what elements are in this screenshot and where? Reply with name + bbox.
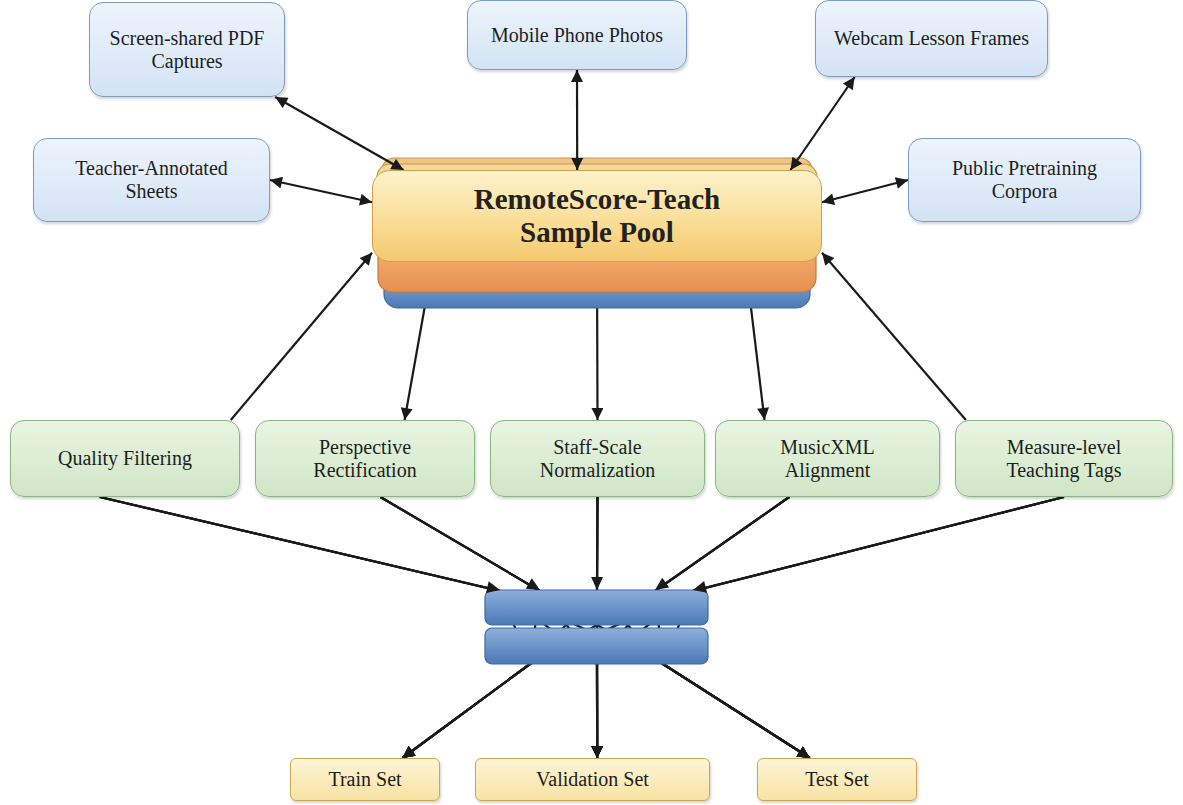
connector-arrow: [403, 497, 790, 758]
process-box: Measure-level Teaching Tags: [955, 420, 1173, 497]
connector-arrow: [576, 70, 578, 170]
node-label: MusicXML Alignment: [741, 436, 914, 482]
node-label: Train Set: [328, 768, 401, 791]
connector-arrow: [231, 253, 372, 420]
node-label: Screen-shared PDF Captures: [98, 27, 276, 73]
source-box: Webcam Lesson Frames: [815, 0, 1048, 77]
node-label: Test Set: [805, 768, 869, 791]
source-box: Screen-shared PDF Captures: [89, 2, 285, 97]
connector-arrow: [403, 497, 1065, 758]
process-box: MusicXML Alignment: [715, 420, 940, 497]
node-label: Staff-Scale Normalization: [501, 436, 694, 482]
connector-arrow: [100, 497, 530, 758]
node-label: Perspective Rectification: [276, 436, 454, 482]
node-label: Public Pretraining Corpora: [939, 157, 1110, 203]
connector-arrow: [663, 497, 1064, 758]
split-box: Test Set: [757, 758, 917, 801]
process-box: Staff-Scale Normalization: [490, 420, 705, 497]
node-label: Validation Set: [536, 768, 649, 791]
sample-pool: RemoteScore-Teach Sample Pool: [372, 170, 822, 262]
node-label: Quality Filtering: [58, 447, 192, 470]
node-label: Webcam Lesson Frames: [834, 27, 1029, 50]
split-box: Validation Set: [475, 758, 710, 801]
node-label: Teacher-Annotated Sheets: [64, 157, 239, 203]
source-box: Mobile Phone Photos: [467, 0, 687, 70]
connector-arrow: [822, 253, 966, 420]
connector-arrow: [380, 497, 809, 758]
source-box: Public Pretraining Corpora: [908, 138, 1141, 222]
arrowhead: [591, 577, 603, 590]
arrowhead: [486, 581, 501, 596]
stack-layer: [485, 590, 708, 625]
connector-arrow: [275, 97, 403, 170]
process-box: Perspective Rectification: [255, 420, 475, 497]
stack-layer: [485, 628, 708, 664]
process-box: Quality Filtering: [10, 420, 240, 497]
split-box: Train Set: [290, 758, 440, 801]
node-label: RemoteScore-Teach Sample Pool: [433, 183, 761, 250]
connector-arrow: [270, 180, 372, 202]
arrowhead: [526, 578, 543, 595]
node-label: Measure-level Teaching Tags: [976, 436, 1152, 482]
arrowhead: [652, 578, 670, 595]
connector-arrow: [822, 180, 908, 202]
connector-arrow: [791, 77, 855, 170]
arrowhead: [692, 581, 708, 596]
node-label: Mobile Phone Photos: [491, 24, 663, 47]
source-box: Teacher-Annotated Sheets: [33, 138, 270, 222]
